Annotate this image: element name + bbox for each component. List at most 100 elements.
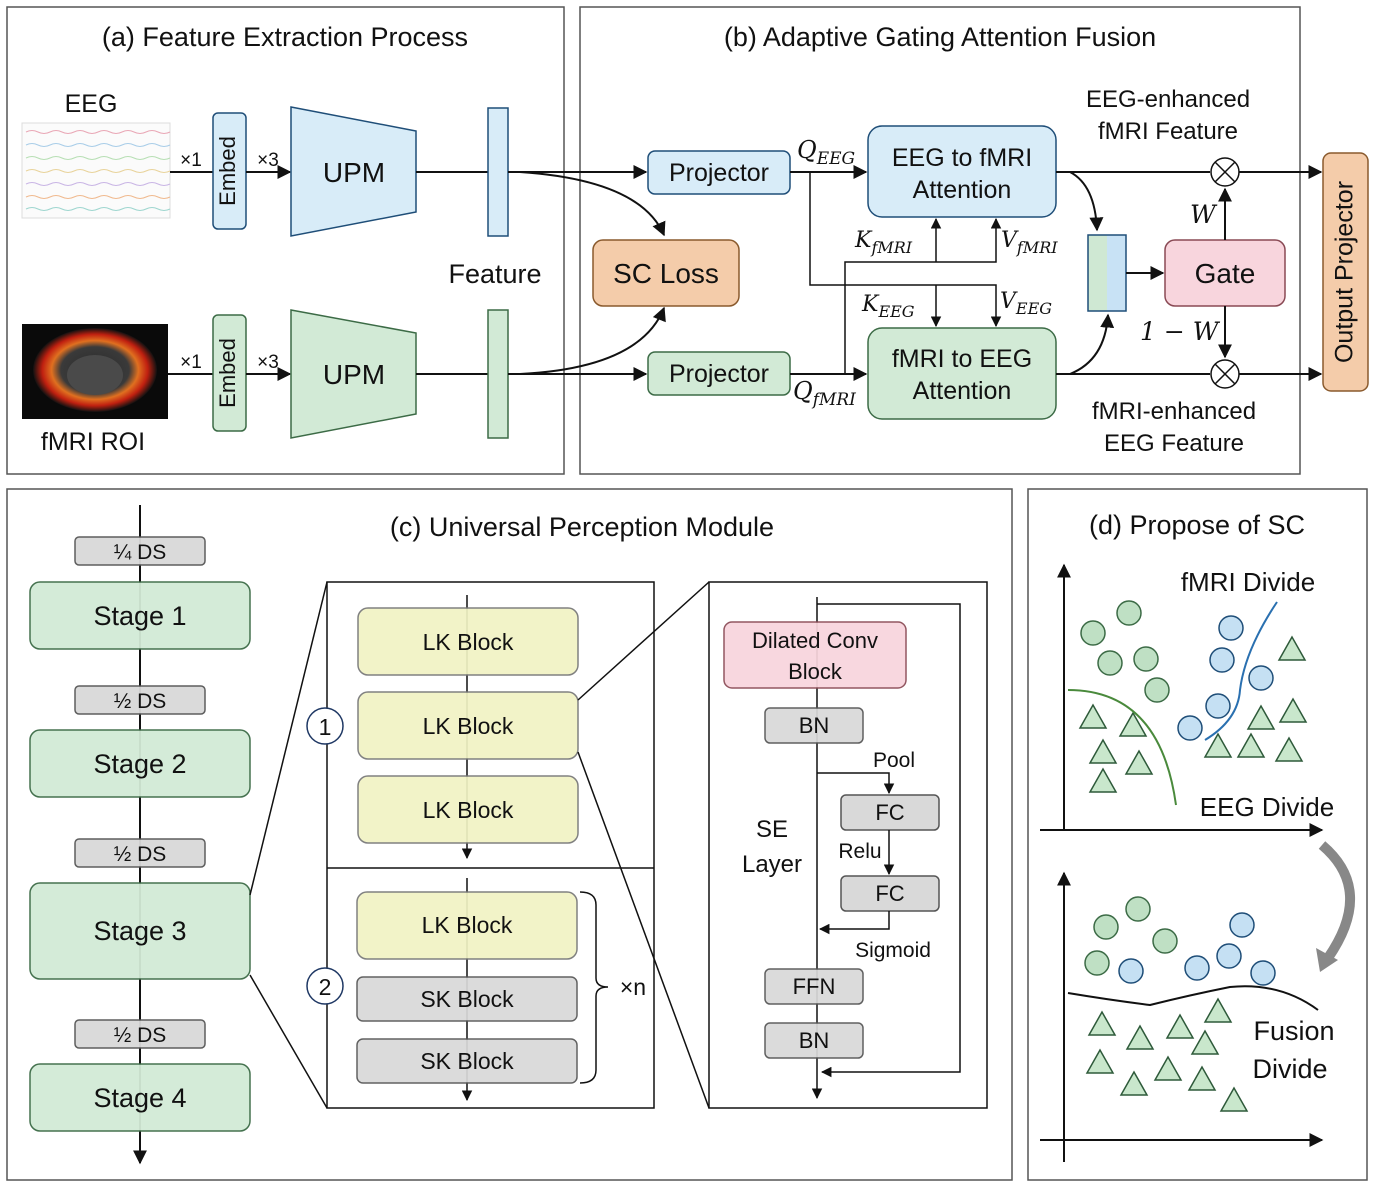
- eeg-embed-label: Embed: [215, 136, 240, 206]
- fmri-divide-curve: [1204, 601, 1278, 741]
- fmri-to-eeg-line1: fMRI to EEG: [892, 345, 1032, 373]
- eeg-upm-label: UPM: [323, 157, 385, 188]
- variant-1-badge: [306, 707, 344, 745]
- panel-c-frame: [6, 488, 1013, 1181]
- gate-label: Gate: [1195, 258, 1256, 289]
- se-pool-path: [817, 772, 895, 795]
- fmri-to-eeg-attention-box: [867, 327, 1057, 420]
- eeg-divide-label: EEG Divide: [1200, 792, 1334, 822]
- lk-block-2: [357, 691, 579, 760]
- panel-a-frame: [6, 6, 565, 475]
- fmri-times3-label: ×3: [257, 352, 279, 373]
- eeg-enhanced-line2: fMRI Feature: [1098, 118, 1238, 145]
- fmri-upm-label: UPM: [323, 359, 385, 390]
- repeat-brace: [579, 891, 609, 1084]
- lk-block-3: [357, 775, 579, 844]
- lk-block-4: [356, 891, 578, 960]
- ffn-box: [764, 968, 864, 1005]
- transition-arrow: [1318, 841, 1355, 961]
- se-layer-line2: Layer: [742, 851, 802, 878]
- sc-loss-box: [592, 239, 740, 307]
- lk-block-2-label: LK Block: [423, 713, 514, 739]
- eeg-divide-curve: [1067, 689, 1177, 806]
- eeg-feature-bar: [487, 107, 509, 237]
- se-layer-line1: SE: [756, 816, 788, 843]
- fc-2-label: FC: [875, 881, 904, 906]
- eeg-to-fmri-line1: EEG to fMRI: [892, 144, 1032, 172]
- stage-4-label: Stage 4: [93, 1083, 186, 1113]
- sk-block-1: [356, 976, 578, 1022]
- variant-2-number: 2: [319, 974, 332, 1000]
- sk-block-2-label: SK Block: [420, 1048, 514, 1074]
- fc-1-label: FC: [875, 800, 904, 825]
- fmri-to-scloss-arrow: [519, 306, 666, 375]
- eeg-to-scloss-arrow: [519, 171, 666, 237]
- stage-4-box: [29, 1063, 251, 1132]
- lk-block-3-label: LK Block: [423, 797, 514, 823]
- variant-2-badge: [306, 967, 344, 1005]
- ds-quarter-box: [74, 536, 206, 566]
- zoom-line-bottom: [249, 974, 328, 1109]
- eeg-projector-label: Projector: [669, 159, 769, 187]
- eeg-enh-to-concat-arrow: [1069, 171, 1104, 232]
- fmri-kv-to-eeg-attn-path: [844, 217, 1002, 374]
- fmri-enhanced-line1: fMRI-enhanced: [1092, 398, 1256, 425]
- fusion-divide-curve: [1067, 985, 1319, 1011]
- bn-2-label: BN: [799, 1028, 830, 1053]
- fusion-divide-line1: Fusion: [1253, 1016, 1334, 1046]
- concat-feature-bar: [1087, 234, 1127, 312]
- times-n-label: ×n: [620, 974, 646, 1000]
- fc-box-2: [840, 875, 940, 912]
- stage-2-box: [29, 729, 251, 798]
- ds-half-1-label: ½ DS: [114, 690, 167, 713]
- v-eeg-label: VEEG: [1000, 289, 1052, 318]
- top-plot-points: [1078, 600, 1308, 793]
- bn-box-1: [764, 707, 864, 744]
- sc-loss-label: SC Loss: [613, 258, 719, 289]
- stage-1-label: Stage 1: [93, 601, 186, 631]
- panel-b-title: (b) Adaptive Gating Attention Fusion: [724, 22, 1156, 52]
- lk-block-1-label: LK Block: [423, 629, 514, 655]
- panel-c-title: (c) Universal Perception Module: [390, 512, 774, 542]
- dilated-conv-box: [723, 621, 907, 689]
- multiply-top-icon: [1210, 157, 1240, 187]
- k-eeg-label: KEEG: [861, 292, 915, 321]
- sigmoid-path: [818, 911, 890, 935]
- q-fmri-label: QfMRI: [793, 377, 856, 410]
- fmri-roi-label: fMRI ROI: [41, 428, 145, 456]
- ds-half-3-label: ½ DS: [114, 1024, 167, 1047]
- one-minus-w-label: 1 − W: [1140, 317, 1221, 346]
- residual-path: [817, 603, 961, 1078]
- lk-block-4-label: LK Block: [422, 912, 513, 938]
- dilated-conv-line2: Block: [788, 659, 843, 684]
- stage-1-box: [29, 581, 251, 650]
- fmri-upm-trapezoid: [290, 309, 417, 439]
- multiply-bottom-icon: [1210, 359, 1240, 389]
- dilated-conv-line1: Dilated Conv: [752, 628, 878, 653]
- fmri-feature-bar: [487, 309, 509, 439]
- variant-1-number: 1: [319, 714, 332, 740]
- upm-variants-box: [326, 581, 655, 1109]
- bn-1-label: BN: [799, 713, 830, 738]
- fusion-divide-line2: Divide: [1252, 1054, 1327, 1084]
- fmri-to-eeg-line2: Attention: [913, 377, 1012, 405]
- zoom-line-top: [249, 581, 328, 896]
- fmri-divide-label: fMRI Divide: [1181, 567, 1315, 597]
- panel-a-title: (a) Feature Extraction Process: [102, 22, 468, 52]
- bn-box-2: [764, 1022, 864, 1059]
- fmri-embed-label: Embed: [215, 338, 240, 408]
- fmri-times1-label: ×1: [180, 352, 202, 373]
- sk-block-2: [356, 1038, 578, 1084]
- lk-block-detail-box: [708, 581, 988, 1109]
- k-fmri-label: KfMRI: [854, 228, 913, 257]
- output-projector-label: Output Projector: [1331, 181, 1359, 363]
- eeg-label: EEG: [65, 90, 118, 118]
- panel-b-frame: [579, 6, 1301, 475]
- fmri-enhanced-line2: EEG Feature: [1104, 430, 1244, 457]
- transition-arrow-head: [1316, 948, 1338, 972]
- stage-2-label: Stage 2: [93, 749, 186, 779]
- fc-box-1: [840, 794, 940, 831]
- eeg-upm-trapezoid: [290, 106, 417, 237]
- ds-half-2-label: ½ DS: [114, 843, 167, 866]
